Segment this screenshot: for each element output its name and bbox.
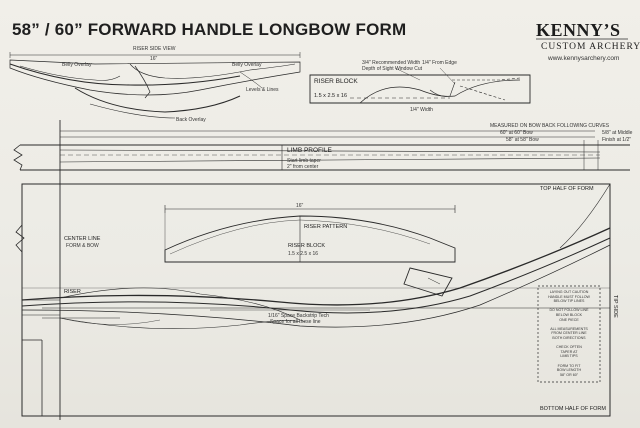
riser-pattern-dims: 1.5 x 2.5 x 16: [288, 251, 319, 257]
legend-line: TAPER AT: [560, 349, 578, 354]
riser-pattern-length: 16": [296, 203, 304, 209]
riser-label: RISER: [64, 289, 81, 295]
limb-profile-label: LIMB PROFILE: [287, 147, 332, 154]
center-line-sublabel: FORM & BOW: [66, 243, 99, 249]
riser-pattern-block-label: RISER BLOCK: [288, 243, 325, 249]
width-note: 1/4" Width: [410, 107, 433, 113]
legend-line: LIMB TIPS: [560, 354, 578, 359]
legend-line: 58" OR 60": [560, 372, 578, 377]
brand-logo-name: KENNY’S: [536, 20, 621, 40]
back-overlay-label: Back Overlay: [176, 117, 206, 123]
start-taper-note-1: Start limb taper: [287, 158, 321, 164]
from-edge-note: 1/4" From Edge: [422, 60, 457, 66]
legend-line: ONE PIECE: [559, 317, 579, 322]
limb-width-60: 60" at 60" Bow: [500, 130, 533, 136]
riser-side-view-heading: RISER SIDE VIEW: [133, 46, 176, 52]
legend-line: BELOW BLOCK: [555, 312, 583, 317]
tip-note-1: 5/8" at Middle: [602, 130, 633, 136]
legend-line: ALL MEASUREMENTS: [550, 326, 588, 331]
legend-line: CHECK OFTEN: [556, 345, 582, 350]
brand-url: www.kennysarchery.com: [548, 55, 620, 62]
legend-line: FROM CENTER LINE: [551, 331, 587, 336]
bottom-half-label: BOTTOM HALF OF FORM: [540, 406, 606, 412]
brand-logo-subtitle: CUSTOM ARCHERY: [541, 42, 640, 52]
legend-line: BOTH DIRECTIONS: [552, 335, 586, 340]
tip-note-2: Finish at 1/2": [602, 137, 632, 143]
riser-side-view-length: 16": [150, 56, 158, 62]
spacer-note-1: 1/16" Space Backstrip Tech: [268, 313, 329, 319]
legend-line: FORM TO FIT: [557, 363, 581, 368]
legend-line: BOW LENGTH: [556, 368, 582, 373]
form-title: 58” / 60” FORWARD HANDLE LONGBOW FORM: [12, 20, 407, 39]
top-half-label: TOP HALF OF FORM: [540, 186, 594, 192]
belly-overlay-right-label: Belly Overlay: [232, 62, 262, 68]
legend-line: DO NOT FOLLOW LINE: [549, 308, 589, 313]
belly-overlay-left-label: Belly Overlay: [62, 62, 92, 68]
tip-side-label: TIP SIDE: [612, 295, 618, 318]
levels-lines-label: Levels & Lines: [246, 87, 279, 93]
measure-note: MEASURED ON BOW BACK FOLLOWING CURVES: [490, 123, 610, 129]
riser-pattern-label: RISER PATTERN: [304, 224, 348, 230]
riser-block-top-label: RISER BLOCK: [314, 78, 358, 85]
recommended-width-note: 3/4" Recommended Width Depth of Sight Wi…: [362, 60, 423, 72]
riser-block-top-dims: 1.5 x 2.5 x 16: [314, 93, 348, 99]
legend-line: HANDLE MUST FOLLOW: [548, 294, 590, 299]
legend-line: BELOW TIP LINES: [553, 299, 585, 304]
legend-line: LAYING OUT CAUTION: [549, 290, 589, 294]
center-line-label: CENTER LINE: [64, 236, 101, 242]
limb-width-58: 58" at 58" Bow: [506, 137, 539, 143]
spacer-note-2: Space for all these line: [270, 319, 321, 325]
start-taper-note-2: 2" from center: [287, 164, 319, 170]
